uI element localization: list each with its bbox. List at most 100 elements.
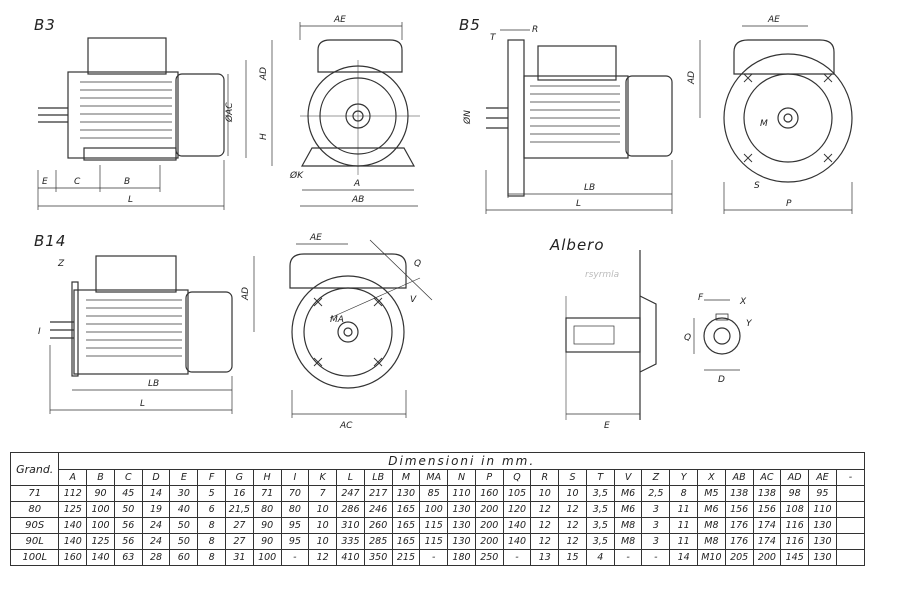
table-cell: 138 [724, 485, 754, 502]
table-cell: 200 [752, 549, 782, 566]
column-header: - [835, 469, 866, 486]
table-cell: 28 [141, 549, 171, 566]
table-cell: 11 [669, 533, 698, 550]
table-cell: M8 [613, 517, 643, 534]
table-cell: M8 [613, 533, 643, 550]
table-cell: 3,5 [585, 485, 615, 502]
table-cell: 7 [308, 485, 338, 502]
table-cell: 10 [530, 485, 560, 502]
table-cell: 410 [336, 549, 365, 566]
table-cell: 95 [808, 485, 837, 502]
table-cell: 156 [752, 501, 782, 518]
column-header: Y [669, 469, 698, 486]
table-cell: - [641, 549, 671, 566]
table-cell: 100 [419, 501, 449, 518]
b14-front-dims [253, 239, 433, 418]
column-header: Z [641, 469, 671, 486]
table-cell: 217 [363, 485, 393, 502]
dim-b5-r: R [532, 25, 538, 35]
column-header: V [613, 469, 643, 486]
table-cell: 120 [502, 501, 532, 518]
dim-b3-a: A [353, 179, 360, 189]
dim-b5-n: ØN [462, 110, 473, 125]
table-cell: 70 [280, 485, 310, 502]
grand-header: Grand. [9, 452, 60, 486]
dim-b3-h: H [259, 133, 269, 140]
table-cell: 200 [474, 533, 504, 550]
table-cell: 10 [308, 501, 338, 518]
table-cell: 30 [169, 485, 199, 502]
table-cell: 12 [530, 501, 560, 518]
column-header: G [224, 469, 254, 486]
table-cell: 3,5 [585, 533, 615, 550]
table-cell: 247 [336, 485, 365, 502]
table-cell: 130 [391, 485, 421, 502]
table-cell: - [419, 549, 449, 566]
table-cell: 27 [224, 533, 254, 550]
table-cell: 116 [780, 517, 810, 534]
table-cell: 174 [752, 517, 782, 534]
table-cell: M6 [697, 501, 726, 518]
row-label: 90S [9, 517, 60, 534]
table-cell: 130 [447, 501, 476, 518]
technical-drawing: B3 B5 B14 Albero rsyrmla [34, 15, 853, 431]
table-cell: 80 [280, 501, 310, 518]
table-cell [835, 517, 866, 534]
column-header: B [86, 469, 115, 486]
table-cell: 105 [502, 485, 532, 502]
watermark-text: rsyrmla [585, 270, 620, 280]
dim-albero-q: Q [684, 333, 691, 343]
table-cell: 138 [752, 485, 782, 502]
column-header: L [336, 469, 365, 486]
table-cell: 14 [141, 485, 171, 502]
dim-b14-z: Z [57, 259, 65, 269]
column-header: K [308, 469, 338, 486]
dim-b14-l: L [140, 399, 145, 409]
table-cell: 335 [336, 533, 365, 550]
column-header: E [169, 469, 199, 486]
table-cell: 174 [752, 533, 782, 550]
table-cell: 8 [197, 549, 226, 566]
table-cell: - [280, 549, 310, 566]
row-label: 80 [9, 501, 60, 518]
table-cell: 130 [447, 517, 476, 534]
table-cell: M6 [613, 485, 643, 502]
b3-front-motor [300, 39, 420, 175]
table-cell: M8 [697, 533, 726, 550]
dim-b3-k: ØK [289, 170, 304, 181]
dim-b3-e: E [42, 177, 48, 187]
dim-b5-p: P [786, 199, 792, 209]
table-cell: 176 [724, 533, 754, 550]
column-header: F [197, 469, 226, 486]
table-cell: 140 [502, 533, 532, 550]
table-cell: 85 [419, 485, 449, 502]
table-cell: 19 [141, 501, 171, 518]
table-cell: 112 [58, 485, 88, 502]
b3-side-dims [37, 60, 247, 210]
b14-side-dims [49, 345, 233, 414]
table-cell: 95 [280, 533, 310, 550]
table-title: Dimensioni in mm. [58, 452, 865, 470]
table-cell [835, 485, 866, 502]
table-cell: 45 [113, 485, 143, 502]
table-cell: 80 [252, 501, 282, 518]
dim-albero-y: Y [746, 319, 753, 329]
table-cell [835, 533, 866, 550]
table-cell: 50 [113, 501, 143, 518]
b14-front-motor [289, 253, 421, 389]
table-cell: 31 [224, 549, 254, 566]
table-cell: 12 [558, 517, 587, 534]
table-cell: 27 [224, 517, 254, 534]
dim-b5-t: T [490, 33, 497, 43]
table-cell [835, 549, 866, 566]
table-cell: 50 [169, 533, 199, 550]
b5-front-dims [699, 25, 853, 214]
table-cell: 115 [419, 533, 449, 550]
table-cell: 286 [336, 501, 365, 518]
table-cell: 4 [585, 549, 615, 566]
